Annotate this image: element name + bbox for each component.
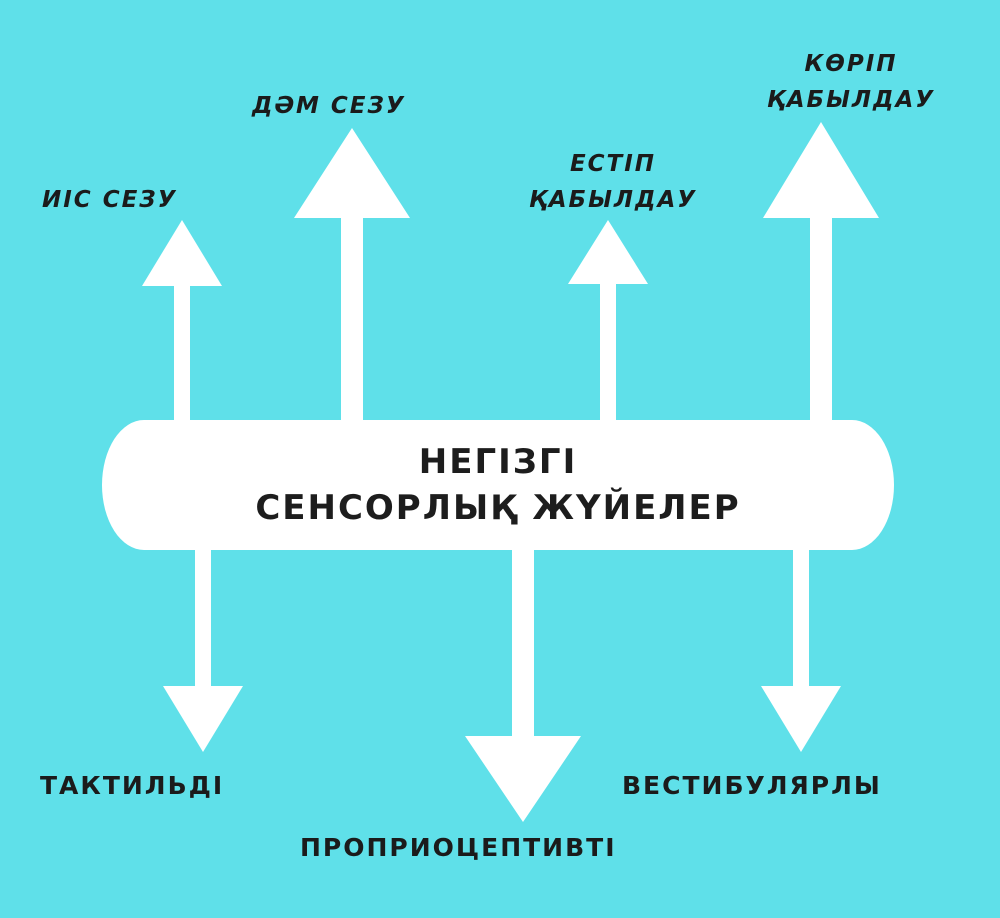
label-hearing-line-1: ЕСТІП bbox=[569, 151, 657, 177]
center-title-line-2: СЕНСОРЛЫҚ ЖҮЙЕЛЕР bbox=[255, 488, 741, 528]
arrow-to-hearing bbox=[568, 220, 648, 424]
label-vestibular: ВЕСТИБУЛЯРЛЫ bbox=[622, 771, 882, 800]
arrow-to-taste bbox=[294, 128, 410, 424]
label-hearing-line-2: ҚАБЫЛДАУ bbox=[528, 187, 698, 213]
label-hearing: ЕСТІП ҚАБЫЛДАУ bbox=[478, 146, 748, 218]
center-title-line-1: НЕГІЗГІ bbox=[418, 442, 578, 482]
arrow-to-vestibular bbox=[761, 546, 841, 752]
arrow-to-smell bbox=[142, 220, 222, 424]
label-vision-line-2: ҚАБЫЛДАУ bbox=[766, 87, 936, 113]
label-smell: ИІС СЕЗУ bbox=[42, 187, 178, 213]
label-tactile: ТАКТИЛЬДІ bbox=[40, 771, 225, 800]
label-proprioceptive: ПРОПРИОЦЕПТИВТІ bbox=[300, 833, 617, 862]
arrow-to-vision bbox=[763, 122, 879, 424]
label-vision: КӨРІП ҚАБЫЛДАУ bbox=[726, 46, 976, 118]
label-vision-line-1: КӨРІП bbox=[804, 51, 898, 77]
arrow-to-proprioceptive bbox=[465, 546, 581, 822]
label-taste: ДӘМ СЕЗУ bbox=[252, 93, 406, 119]
arrow-to-tactile bbox=[163, 546, 243, 752]
core-sensory-systems-box: НЕГІЗГІ СЕНСОРЛЫҚ ЖҮЙЕЛЕР bbox=[102, 420, 894, 550]
